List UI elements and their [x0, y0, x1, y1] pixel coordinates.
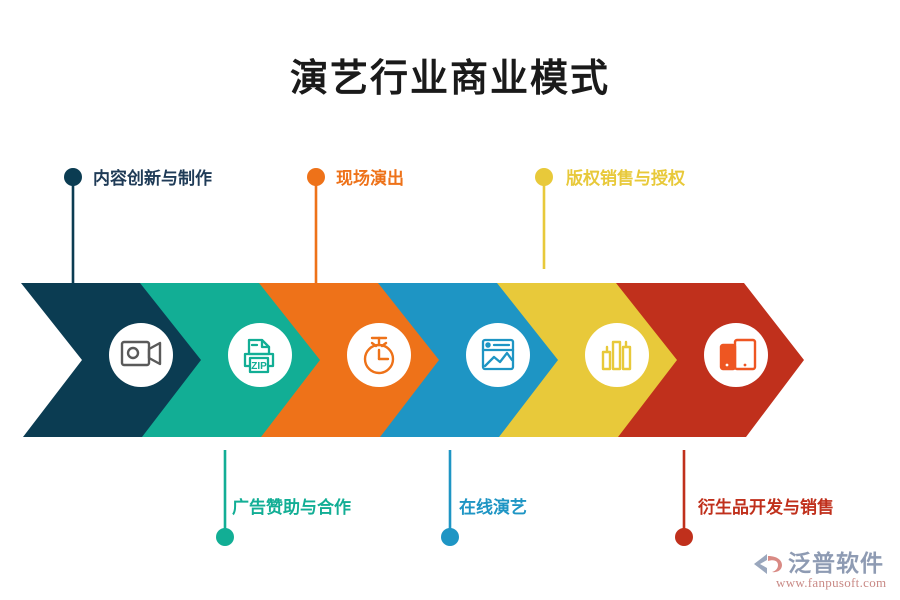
page-title: 演艺行业商业模式	[289, 58, 610, 100]
fanpu-logo-icon	[754, 554, 782, 574]
brand-logo[interactable]: 泛普软件 www.fanpusoft.com	[752, 550, 892, 594]
step-label-2[interactable]: 广告赞助与合作	[232, 498, 351, 517]
icon-circle-1	[109, 323, 173, 387]
connector-dot-5	[535, 168, 553, 186]
step-label-4[interactable]: 在线演艺	[459, 498, 527, 517]
connector-top-1	[64, 168, 82, 289]
image-chart-icon	[481, 338, 515, 371]
connector-bottom-2	[216, 450, 234, 546]
step-label-1[interactable]: 内容创新与制作	[93, 169, 212, 188]
zip-file-icon: ZIP	[243, 338, 275, 374]
svg-text:ZIP: ZIP	[251, 361, 267, 372]
connector-top-3	[307, 168, 325, 289]
connector-bottom-4	[441, 450, 459, 546]
icon-circle-5	[585, 323, 649, 387]
connector-dot-6	[675, 528, 693, 546]
connector-dot-4	[441, 528, 459, 546]
step-label-3[interactable]: 现场演出	[336, 169, 404, 188]
video-camera-icon	[120, 340, 162, 367]
logo-url: www.fanpusoft.com	[776, 575, 887, 590]
connector-top-5	[535, 168, 553, 269]
connector-bottom-6	[675, 450, 693, 546]
devices-icon	[719, 338, 757, 371]
logo-name: 泛普软件	[788, 550, 884, 576]
step-label-5[interactable]: 版权销售与授权	[566, 169, 685, 188]
connector-dot-2	[216, 528, 234, 546]
step-label-6[interactable]: 衍生品开发与销售	[698, 498, 834, 517]
connector-dot-1	[64, 168, 82, 186]
connector-dot-3	[307, 168, 325, 186]
bar-chart-icon	[601, 340, 632, 371]
stopwatch-icon	[363, 336, 395, 375]
icon-circle-4	[466, 323, 530, 387]
